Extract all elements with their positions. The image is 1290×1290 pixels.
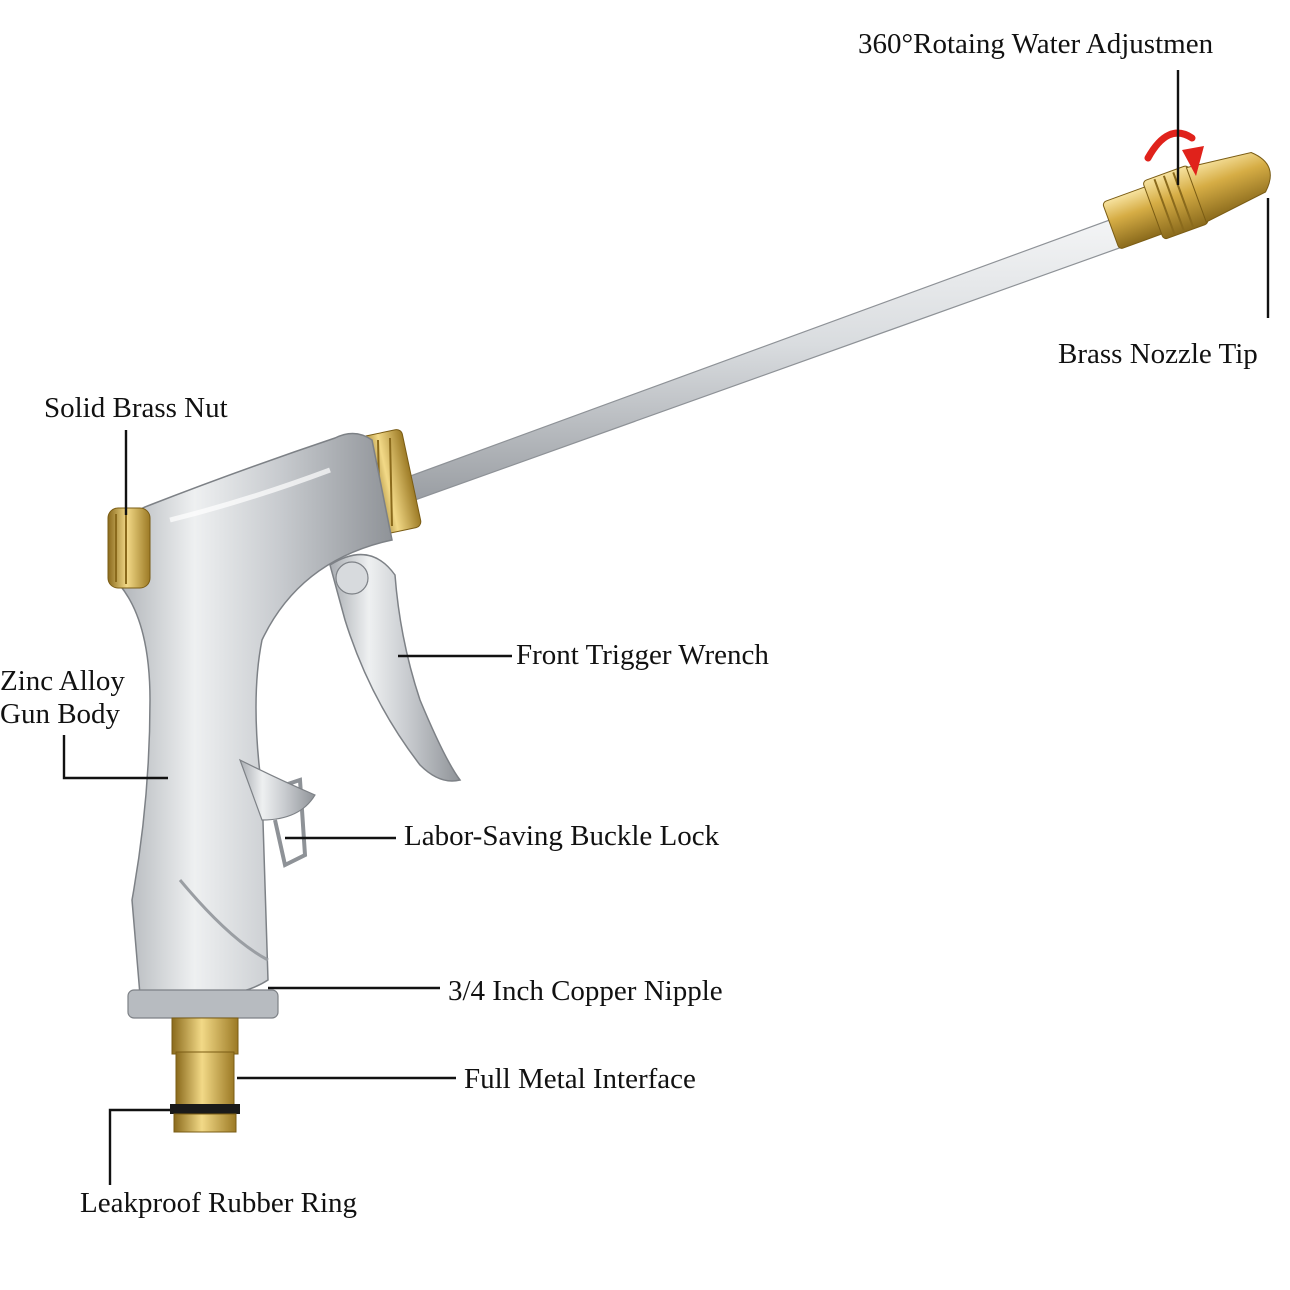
rotation-arrow bbox=[1144, 129, 1204, 176]
label-gun-body-line1: Zinc Alloy bbox=[0, 665, 125, 697]
leader-lines bbox=[62, 70, 1270, 1185]
label-front-trigger-wrench: Front Trigger Wrench bbox=[516, 639, 769, 671]
label-rotating-adjustment: 360°Rotaing Water Adjustmen bbox=[858, 28, 1214, 60]
label-solid-brass-nut: Solid Brass Nut bbox=[44, 392, 228, 424]
spray-wand bbox=[404, 217, 1126, 501]
rear-brass-nut bbox=[107, 507, 151, 589]
label-metal-interface: Full Metal Interface bbox=[464, 1063, 696, 1095]
leader-rubber-ring bbox=[108, 1108, 170, 1185]
label-rubber-ring: Leakproof Rubber Ring bbox=[80, 1187, 358, 1219]
trigger bbox=[329, 553, 462, 782]
label-buckle-lock: Labor-Saving Buckle Lock bbox=[404, 820, 720, 852]
label-gun-body-line2: Gun Body bbox=[0, 698, 121, 730]
brass-nozzle bbox=[1102, 151, 1271, 249]
leader-gun-body bbox=[62, 735, 168, 780]
label-copper-nipple: 3/4 Inch Copper Nipple bbox=[448, 975, 723, 1007]
brass-connector bbox=[170, 1017, 240, 1133]
gun-body bbox=[109, 432, 393, 1019]
buckle-lock bbox=[238, 758, 316, 868]
label-brass-nozzle-tip: Brass Nozzle Tip bbox=[1058, 338, 1258, 370]
